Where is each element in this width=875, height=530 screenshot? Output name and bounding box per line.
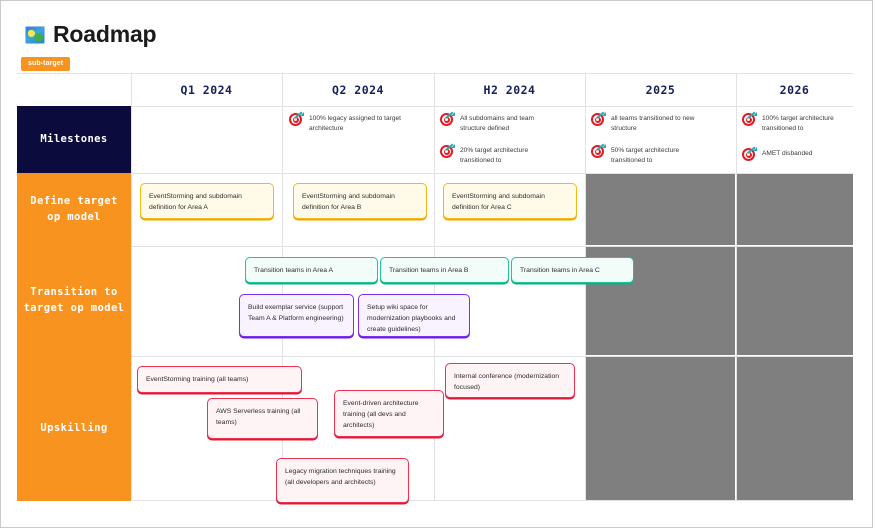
row-label-define-target-op-model: Define target op model (17, 173, 131, 246)
milestone-item[interactable]: AMET disbanded (742, 146, 854, 162)
milestone-item[interactable]: 20% target architecture transitioned to (440, 143, 552, 166)
grid-vline (131, 73, 132, 501)
disabled-cell-2026-transition (736, 246, 853, 355)
grid-hline (17, 106, 853, 107)
grid-hline (17, 246, 853, 247)
row-label-milestones: Milestones (17, 106, 131, 173)
milestone-item[interactable]: All subdomains and team structure define… (440, 111, 552, 134)
disabled-cell-2026-upskilling (736, 356, 853, 501)
page-header: Roadmap (25, 21, 157, 47)
column-header-2026: 2026 (779, 82, 810, 97)
sub-target-badge[interactable]: sub-target (21, 57, 71, 71)
grid-vline (736, 73, 737, 501)
milestone-label: AMET disbanded (762, 150, 813, 157)
roadmap-grid: Q1 2024 Q2 2024 H2 2024 2025 2026 Milest… (17, 73, 854, 503)
milestone-label: 100% legacy assigned to target architect… (309, 115, 402, 133)
activity-card[interactable]: Build exemplar service (support Team A &… (239, 294, 354, 337)
activity-card[interactable]: Legacy migration techniques training (al… (276, 458, 409, 503)
milestone-item[interactable]: 50% target architecture transitioned to (591, 143, 703, 166)
target-icon (591, 143, 606, 159)
activity-card[interactable]: Transition teams in Area A (245, 257, 378, 283)
activity-card[interactable]: EventStorming training (all teams) (137, 366, 302, 393)
activity-card[interactable]: EventStorming and subdomain definition f… (443, 183, 577, 219)
grid-vline (585, 73, 586, 501)
row-label-transition-to-target-op-model: Transition to target op model (17, 246, 131, 356)
grid-hline (17, 356, 853, 357)
target-icon (440, 143, 455, 159)
grid-vline (434, 73, 435, 501)
column-header-q1-2024: Q1 2024 (180, 82, 233, 97)
milestone-item[interactable]: 100% target architecture transitioned to (742, 111, 854, 134)
activity-card[interactable]: Transition teams in Area B (380, 257, 509, 283)
milestone-label: 50% target architecture transitioned to (611, 147, 680, 165)
grid-hline (17, 173, 853, 174)
grid-vline (282, 73, 283, 501)
activity-card[interactable]: EventStorming and subdomain definition f… (140, 183, 274, 219)
disabled-cell-2026-define (736, 173, 853, 245)
target-icon (289, 111, 304, 127)
milestone-item[interactable]: all teams transitioned to new structure (591, 111, 703, 134)
target-icon (591, 111, 606, 127)
column-header-2025: 2025 (645, 82, 676, 97)
page-title: Roadmap (53, 21, 157, 47)
target-icon (742, 111, 757, 127)
column-header-h2-2024: H2 2024 (483, 82, 536, 97)
column-header-q2-2024: Q2 2024 (332, 82, 384, 97)
activity-card[interactable]: EventStorming and subdomain definition f… (293, 183, 427, 219)
activity-card[interactable]: Setup wiki space for modernization playb… (358, 294, 470, 337)
milestone-label: 20% target architecture transitioned to (460, 147, 529, 165)
grid-hline (17, 500, 853, 501)
activity-card[interactable]: Transition teams in Area C (511, 257, 634, 283)
milestone-label: All subdomains and team structure define… (460, 115, 535, 133)
milestone-item[interactable]: 100% legacy assigned to target architect… (289, 111, 402, 134)
target-icon (742, 146, 757, 162)
map-icon (25, 25, 45, 44)
activity-card[interactable]: Internal conference (modernization focus… (445, 363, 575, 398)
activity-card[interactable]: AWS Serverless training (all teams) (207, 398, 318, 439)
row-label-upskilling: Upskilling (17, 356, 131, 501)
activity-card[interactable]: Event-driven architecture training (all … (334, 390, 444, 437)
disabled-cell-2025-define (585, 173, 735, 245)
disabled-cell-2025-upskilling (585, 356, 735, 501)
grid-hline (17, 73, 853, 74)
milestone-label: 100% target architecture transitioned to (762, 115, 834, 133)
target-icon (440, 111, 455, 127)
milestone-label: all teams transitioned to new structure (611, 115, 695, 133)
